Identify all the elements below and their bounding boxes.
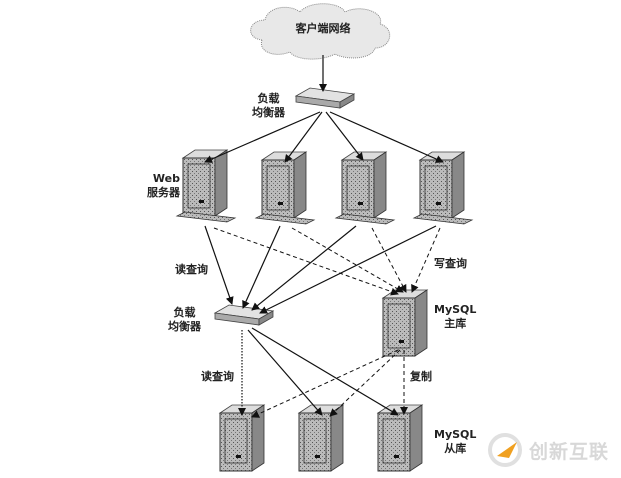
lb-top-label-line1: 负载 [257, 92, 280, 105]
web-servers [176, 149, 473, 225]
web-server-label: Web 服务器 [147, 172, 180, 200]
replication-label: 复制 [410, 370, 432, 383]
write-query-label: 写查询 [434, 257, 467, 270]
web-server-1 [182, 149, 228, 217]
lb-top-label: 负载 均衡器 [252, 92, 285, 120]
watermark: 创新互联 [487, 432, 609, 468]
read-query-label-top: 读查询 [175, 263, 208, 276]
load-balancer-top [295, 87, 355, 109]
mysql-slave-3 [377, 404, 423, 472]
read-query-label-bottom: 读查询 [201, 370, 234, 383]
lb-mid-label: 负载 均衡器 [168, 306, 201, 334]
slave-label: MySQL 从库 [434, 428, 476, 456]
arrows-lb-to-web [204, 111, 444, 163]
master-label: MySQL 主库 [434, 303, 476, 331]
master-label-line2: 主库 [444, 317, 467, 330]
load-balancer-mid [214, 304, 274, 326]
arrows-write-queries [213, 227, 441, 296]
lb-mid-label-line2: 均衡器 [168, 320, 201, 333]
client-network-cloud [250, 3, 390, 60]
watermark-text: 创新互联 [529, 440, 610, 463]
lb-top-label-line2: 均衡器 [252, 106, 285, 119]
master-label-line1: MySQL [434, 303, 477, 316]
arrows-replication [251, 349, 408, 418]
lb-mid-label-line1: 负载 [173, 306, 196, 319]
web-label-line1: Web [152, 172, 180, 185]
slave-label-line2: 从库 [444, 442, 467, 455]
slave-label-line1: MySQL [434, 428, 477, 441]
mysql-master-server [382, 289, 428, 357]
web-server-2 [261, 151, 307, 219]
web-server-3 [341, 151, 387, 219]
web-label-line2: 服务器 [147, 186, 180, 199]
watermark-logo-icon [488, 433, 522, 467]
arrows-read-queries [204, 225, 437, 314]
arrows-lb-to-slaves [238, 327, 399, 416]
cloud-label: 客户端网络 [295, 22, 351, 35]
mysql-slave-2 [298, 404, 344, 472]
